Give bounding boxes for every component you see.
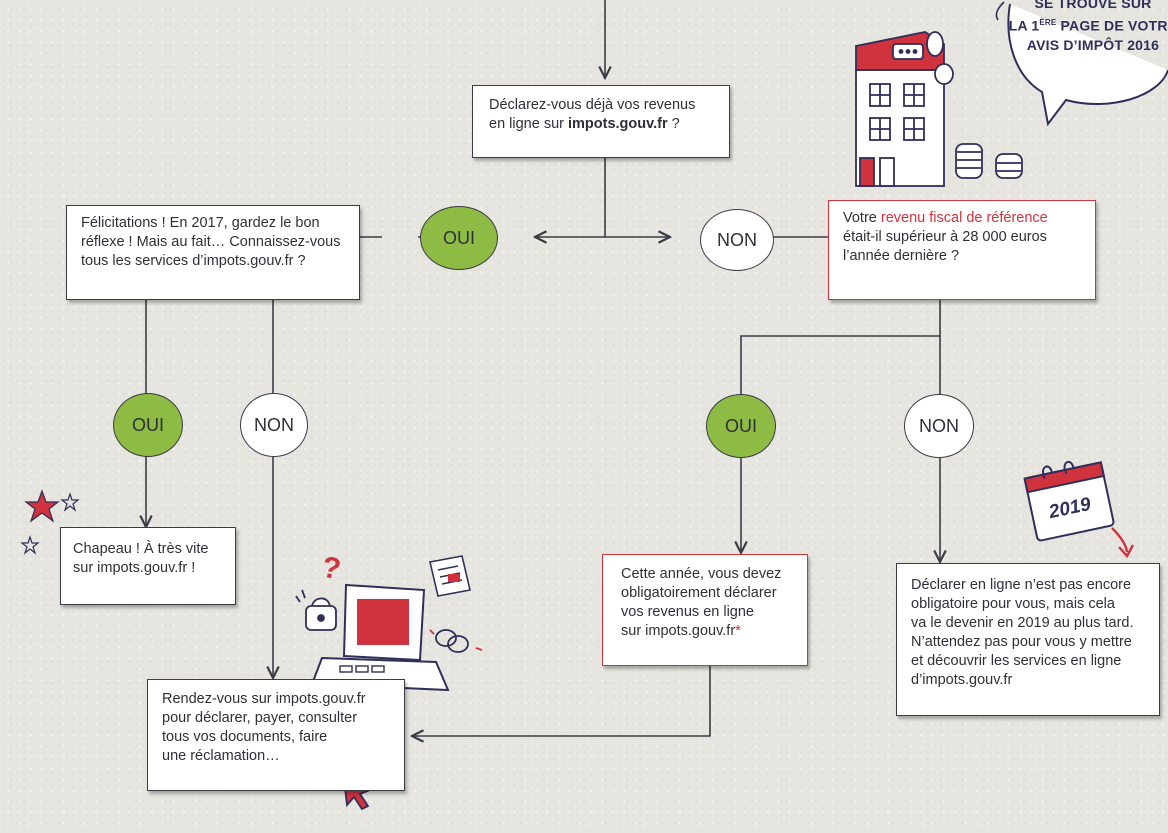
rendezvous-box: Rendez-vous sur impots.gouv.fr pour décl…	[147, 679, 405, 791]
pas-encore-line-2: obligatoire pour vous, mais cela	[911, 596, 1115, 612]
felicitations-line-3: tous les services d’impots.gouv.fr ?	[81, 253, 306, 269]
obligatoire-box: Cette année, vous devez obligatoirement …	[602, 554, 808, 666]
non-badge-left: NON	[240, 393, 308, 457]
pas-encore-line-3: va le devenir en 2019 au plus tard.	[911, 615, 1134, 631]
bubble-line-3: AVIS D’IMPÔT 2016	[1026, 36, 1160, 53]
oui-badge-right: OUI	[706, 394, 776, 458]
speech-bubble	[1007, 3, 1168, 127]
rings-icon	[429, 629, 483, 653]
star-icon	[20, 535, 40, 555]
oui-badge-main: OUI	[420, 206, 498, 270]
rendezvous-line-4: une réclamation…	[162, 748, 280, 764]
felicitations-box: Félicitations ! En 2017, gardez le bon r…	[66, 205, 360, 300]
revenu-line-3: l’année dernière ?	[843, 248, 960, 264]
laptop-icon	[310, 583, 450, 692]
calendar-icon	[1023, 460, 1115, 542]
coins-icon	[955, 143, 1023, 179]
pas-encore-line-5: et découvrir les services en ligne	[911, 653, 1122, 669]
asterisk-mark: *	[735, 623, 741, 639]
question-box: Déclarez-vous déjà vos revenus en ligne …	[472, 85, 730, 158]
non-badge-right: NON	[904, 394, 974, 458]
obligatoire-line-2: obligatoirement déclarer	[621, 585, 777, 601]
rendezvous-line-2: pour déclarer, payer, consulter	[162, 710, 358, 726]
chapeau-box: Chapeau ! À très vite sur impots.gouv.fr…	[60, 527, 236, 605]
pas-encore-box: Déclarer en ligne n’est pas encore oblig…	[896, 563, 1160, 716]
arrow-icon	[1111, 527, 1129, 553]
star-icon	[60, 492, 80, 512]
bubble-tail-mark	[995, 1, 1005, 21]
revenu-line-1: Votre revenu fiscal de référence	[843, 210, 1048, 226]
revenu-line-2: était-il supérieur à 28 000 euros	[843, 229, 1047, 245]
rendezvous-line-3: tous vos documents, faire	[162, 729, 328, 745]
building-icon	[855, 31, 954, 187]
revenu-box: Votre revenu fiscal de référence était-i…	[828, 200, 1096, 300]
obligatoire-line-1: Cette année, vous devez	[621, 566, 782, 582]
felicitations-line-2: réflexe ! Mais au fait… Connaissez-vous	[81, 234, 341, 250]
chapeau-line-1: Chapeau ! À très vite	[73, 541, 209, 557]
line-revenu-to-oui3	[740, 300, 941, 395]
padlock-icon	[295, 589, 337, 631]
oui-badge-left: OUI	[113, 393, 183, 457]
bubble-line-1: SE TROUVE SUR	[1034, 0, 1152, 11]
rendezvous-line-1: Rendez-vous sur impots.gouv.fr	[162, 691, 366, 707]
felicitations-line-1: Félicitations ! En 2017, gardez le bon	[81, 215, 320, 231]
revenu-highlight: revenu fiscal de référence	[880, 210, 1048, 226]
bubble-line-2: LA 1ÈRE PAGE DE VOTRE	[1008, 17, 1168, 34]
obligatoire-line-4: sur impots.gouv.fr*	[621, 623, 741, 639]
line-obligatoire-to-rendezvous	[412, 665, 711, 736]
pas-encore-line-6: d’impots.gouv.fr	[911, 672, 1013, 688]
chapeau-line-2: sur impots.gouv.fr !	[73, 560, 196, 576]
document-icon	[429, 555, 471, 597]
bubble-text: SE TROUVE SUR LA 1ÈRE PAGE DE VOTRE AVIS…	[1008, 0, 1168, 55]
question-line-2: en ligne sur impots.gouv.fr ?	[489, 116, 680, 132]
question-link: impots.gouv.fr	[568, 116, 668, 132]
star-icon	[24, 489, 60, 523]
non-badge-main: NON	[700, 209, 774, 271]
obligatoire-line-3: vos revenus en ligne	[621, 604, 754, 620]
pas-encore-line-4: N’attendez pas pour vous y mettre	[911, 634, 1132, 650]
pas-encore-line-1: Déclarer en ligne n’est pas encore	[911, 577, 1132, 593]
question-line-1: Déclarez-vous déjà vos revenus	[489, 97, 696, 113]
